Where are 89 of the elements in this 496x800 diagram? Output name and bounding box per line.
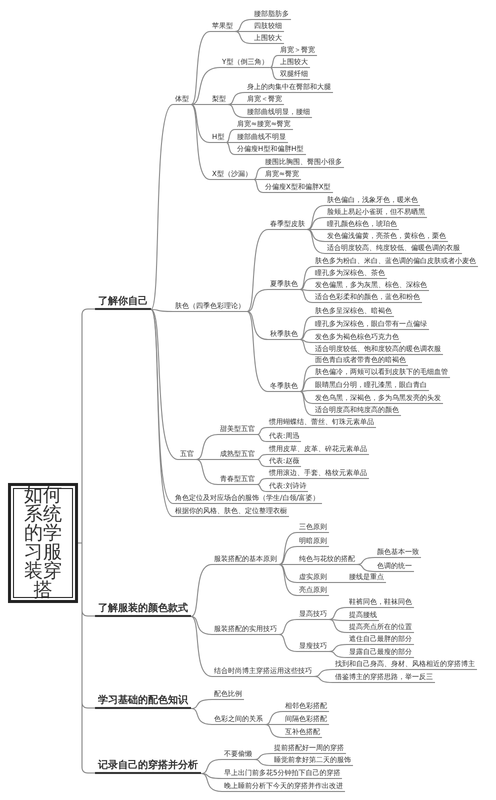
branch-topic: 学习基础的配色知识 [95, 694, 191, 709]
connector-line [314, 676, 334, 683]
connector-line [264, 711, 284, 725]
connector-line [306, 229, 326, 230]
connector-line [328, 619, 348, 621]
connector-line [300, 316, 314, 340]
connector-line [300, 289, 314, 291]
connector-line [228, 104, 246, 105]
connector-line [228, 104, 246, 118]
connector-line [356, 557, 376, 565]
connector-line [328, 619, 348, 633]
connector-line [150, 309, 178, 460]
connector-line [256, 459, 268, 467]
connector-line [270, 55, 278, 68]
connector-line [264, 724, 284, 738]
connector-line [226, 142, 236, 143]
connector-line [190, 564, 212, 617]
branch-topic: 了解服装的颜色款式 [95, 602, 191, 617]
connector-line [190, 708, 212, 725]
branch-topic: 记录自己的穿搭并分析 [95, 759, 201, 774]
connector-line [300, 289, 314, 303]
connector-line [256, 434, 268, 442]
connector-line [278, 634, 298, 652]
connector-line [328, 651, 348, 658]
connector-line [200, 759, 222, 774]
connector-line [256, 454, 268, 460]
connector-line [254, 759, 272, 766]
connector-line [190, 104, 210, 105]
connector-line [246, 289, 268, 312]
branch-topic: 了解你自己 [95, 295, 151, 310]
connector-line [314, 669, 334, 677]
connector-line [246, 311, 268, 340]
connector-line [190, 616, 212, 635]
connector-line [264, 724, 284, 725]
connector-line [190, 616, 212, 677]
connector-line [256, 484, 268, 492]
connector-line [300, 339, 314, 355]
connector-line [256, 427, 268, 435]
connector-line [270, 67, 278, 80]
connector-line [234, 31, 252, 32]
connector-line [254, 753, 272, 760]
connector-line [278, 532, 298, 565]
connector-line [328, 582, 348, 583]
connector-line [306, 229, 326, 254]
connector-line [328, 644, 348, 652]
connector-line [190, 104, 210, 143]
connector-line [228, 92, 246, 105]
connector-line [253, 167, 264, 180]
connector-line [200, 773, 222, 779]
connector-line [300, 391, 314, 416]
connector-line [200, 773, 222, 792]
connector-line [278, 564, 298, 596]
connector-line [306, 217, 326, 230]
connector-line [190, 31, 210, 105]
connector-line [196, 459, 218, 460]
connector-line [278, 564, 298, 583]
connector-line [253, 179, 264, 193]
connector-line [150, 309, 174, 312]
connector-line [190, 699, 212, 709]
connector-line [246, 229, 268, 312]
connector-line [234, 19, 252, 32]
connector-line [270, 67, 278, 68]
connector-line [300, 339, 314, 343]
connector-line [234, 31, 252, 44]
connector-line [356, 564, 376, 572]
connector-line [150, 104, 174, 310]
connector-line [190, 104, 210, 180]
connector-line [278, 619, 298, 635]
connector-line [246, 311, 268, 392]
connector-line [328, 607, 348, 620]
connector-line [226, 129, 236, 143]
connector-line [256, 478, 268, 485]
connector-line [196, 434, 218, 460]
connector-line [300, 365, 314, 392]
connector-line [300, 278, 314, 290]
connector-line [306, 229, 326, 242]
connector-line [300, 329, 314, 340]
connector-line [226, 142, 236, 155]
connector-line [196, 459, 218, 485]
connector-line [190, 67, 220, 105]
connector-line [278, 564, 298, 565]
connector-line [300, 391, 314, 404]
connector-line [300, 266, 314, 290]
connector-line [300, 390, 314, 392]
connector-line [306, 205, 326, 230]
connector-line [78, 542, 96, 774]
connector-line [253, 179, 264, 180]
connector-line [278, 546, 298, 565]
connector-line [300, 377, 314, 392]
